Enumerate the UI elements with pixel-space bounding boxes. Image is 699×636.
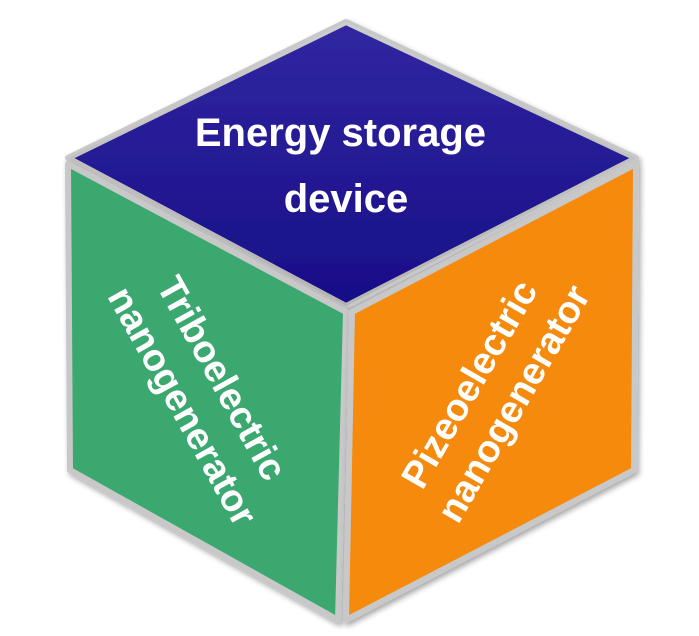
top-face-label-line-1: Energy storage xyxy=(195,111,486,155)
top-face-label: Energy storage device xyxy=(195,111,497,221)
right-face-shape xyxy=(343,161,639,623)
left-face: Triboelectric nanogenerator xyxy=(65,161,349,623)
top-face: Energy storage device xyxy=(65,19,639,309)
top-face-sheen xyxy=(68,22,636,306)
left-face-shape xyxy=(65,161,349,623)
top-face-label-line-2: device xyxy=(284,177,409,221)
right-face: Pizeoelectric nanogenerator xyxy=(343,161,639,623)
